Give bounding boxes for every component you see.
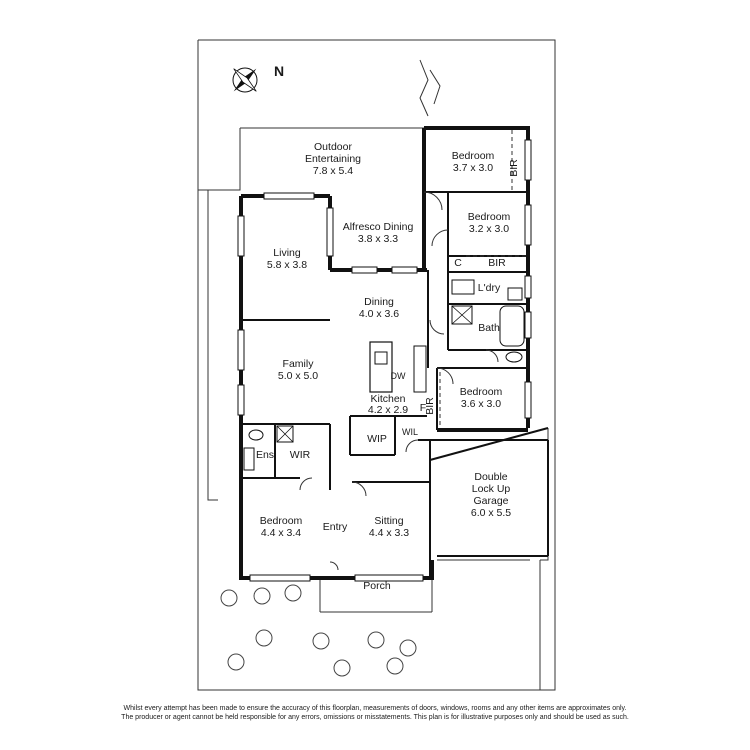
outdoor-entertaining-label: Outdoor	[314, 141, 352, 153]
outdoor-entertaining-label-2: Entertaining	[305, 153, 361, 165]
family-size: 5.0 x 5.0	[278, 370, 318, 382]
ensuite-toilet-icon	[248, 429, 264, 441]
living-label: Living	[273, 247, 301, 259]
porch-label: Porch	[363, 580, 391, 592]
living-size: 5.8 x 3.8	[267, 259, 307, 271]
wip-label: WIP	[367, 433, 387, 445]
main-bedroom-size: 4.4 x 3.4	[261, 527, 301, 539]
side-gate	[419, 59, 429, 117]
garage-label-2: Lock Up	[472, 483, 511, 495]
family-label: Family	[283, 358, 315, 370]
alfresco-dining-label: Alfresco Dining	[343, 221, 414, 233]
windows	[237, 139, 532, 582]
bedroom-1-size: 3.7 x 3.0	[453, 162, 493, 174]
bedroom-3-label: Bedroom	[460, 386, 503, 398]
dining-label: Dining	[364, 296, 394, 308]
bedroom-1-label: Bedroom	[452, 150, 495, 162]
sitting-label: Sitting	[374, 515, 403, 527]
compass-rose-icon	[232, 67, 258, 93]
bir-2-label: BIR	[488, 257, 506, 269]
interior-walls	[241, 191, 549, 578]
sink-icon	[374, 351, 388, 365]
disclaimer-line-2: The producer or agent cannot be held res…	[121, 714, 629, 721]
ensuite-vanity-icon	[243, 447, 255, 471]
outdoor-entertaining-size: 7.8 x 5.4	[313, 165, 353, 177]
entry-door-icon	[329, 561, 339, 571]
garage-label-3: Garage	[473, 495, 508, 507]
bedroom-2-size: 3.2 x 3.0	[469, 223, 509, 235]
garden-shrubs	[220, 584, 417, 677]
bathtub-icon	[499, 305, 525, 347]
bedroom-3-size: 3.6 x 3.0	[461, 398, 501, 410]
fridge-label: F	[420, 402, 426, 414]
room-labels: Outdoor Entertaining 7.8 x 5.4 Alfresco …	[256, 141, 520, 592]
kitchen-island	[369, 341, 393, 393]
dining-size: 4.0 x 3.6	[359, 308, 399, 320]
cooktop-icon	[413, 345, 427, 393]
dishwasher-label: DW	[391, 371, 406, 381]
sitting-size: 4.4 x 3.3	[369, 527, 409, 539]
wir-label: WIR	[290, 449, 311, 461]
kitchen-label: Kitchen	[370, 393, 405, 405]
entry-label: Entry	[323, 521, 348, 533]
alfresco-dining-size: 3.8 x 3.3	[358, 233, 398, 245]
door-swings	[299, 191, 499, 497]
garage-walls	[429, 440, 549, 560]
bir-3-label: BIR	[424, 397, 436, 415]
bedroom-2-label: Bedroom	[468, 211, 511, 223]
ensuite-label: Ens	[256, 449, 274, 461]
wil-label: WIL	[402, 427, 418, 437]
kitchen-size: 4.2 x 2.9	[368, 404, 408, 416]
north-label: N	[274, 63, 284, 79]
robe-dashes	[439, 130, 526, 428]
disclaimer-line-1: Whilst every attempt has been made to en…	[123, 705, 627, 712]
main-bedroom-label: Bedroom	[260, 515, 303, 527]
garage-label: Double	[474, 471, 507, 483]
side-gate-2	[429, 69, 441, 105]
bir-1-label: BIR	[508, 159, 520, 177]
vanity-icon	[451, 279, 475, 295]
laundry-label: L'dry	[478, 282, 501, 294]
linen-cupboard-label: C	[454, 257, 462, 269]
toilet-icon	[505, 351, 523, 363]
garage-size: 6.0 x 5.5	[471, 507, 511, 519]
laundry-trough-icon	[507, 287, 523, 301]
bath-label: Bath	[478, 322, 500, 334]
